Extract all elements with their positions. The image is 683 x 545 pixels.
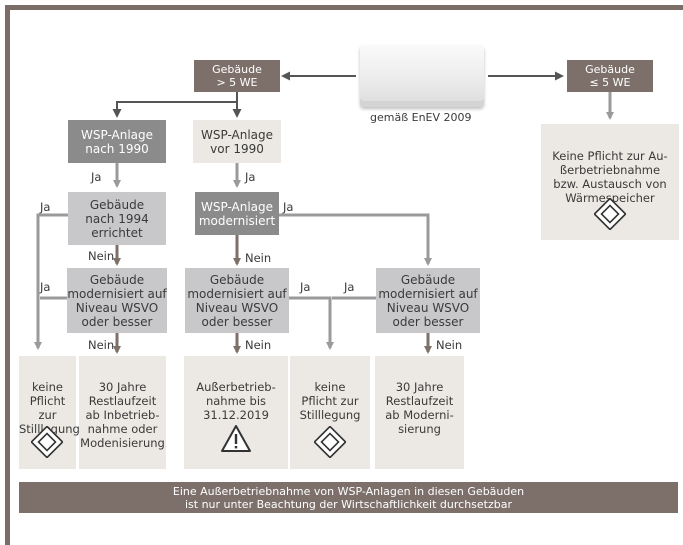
label-ja-3: Ja: [40, 200, 51, 214]
result-no-obligation-small: Keine Pflicht zur Au- ßerbetriebnahme bz…: [541, 124, 679, 240]
arrow-ja-right: [279, 213, 432, 266]
result-30-jahre-2: 30 Jahre Restlaufzeit ab Moderni- sierun…: [375, 356, 464, 469]
label-ja-4: Ja: [283, 200, 294, 214]
node-gebaeude-gt5: Gebäude > 5 WE: [194, 60, 280, 92]
result-2-text: 30 Jahre Restlaufzeit ab Inbetrieb- nahm…: [80, 380, 165, 450]
diamond-check-icon: [594, 198, 626, 230]
node-modernisiert-left: Gebäude modernisiert auf Niveau WSVO ode…: [67, 268, 167, 333]
arrow-ja-left-outer: [34, 213, 68, 350]
label-ja-6: Ja: [300, 280, 311, 294]
device-caption: gemäß EnEV 2009: [370, 111, 472, 124]
node-wsp-vor-1990: WSP-Anlage vor 1990: [193, 120, 281, 163]
node-gebaeude-nach-1994: Gebäude nach 1994 errichtet: [68, 192, 166, 245]
label-ja-1: Ja: [91, 170, 102, 184]
label-ja-2: Ja: [245, 170, 256, 184]
node-modernisiert-right: Gebäude modernisiert auf Niveau WSVO ode…: [376, 268, 480, 333]
label-nein-5: Nein: [436, 338, 463, 352]
node-wsp-nach-1990: WSP-Anlage nach 1990: [68, 120, 166, 163]
label-ja-7: Ja: [344, 280, 355, 294]
footer-note: Eine Außerbetriebnahme von WSP-Anlagen i…: [19, 482, 678, 513]
node-modernisiert-mid: Gebäude modernisiert auf Niveau WSVO ode…: [185, 268, 289, 333]
result-4-text: keine Pflicht zur Stilllegung: [299, 380, 361, 422]
arrow-ja-mid: [289, 296, 334, 350]
label-nein-4: Nein: [245, 338, 272, 352]
result-ausserbetriebnahme: Außerbetrieb- nahme bis 31.12.2019: [184, 356, 288, 469]
label-nein-3: Nein: [245, 251, 272, 265]
label-nein-2: Nein: [88, 338, 115, 352]
result-30-jahre-1: 30 Jahre Restlaufzeit ab Inbetrieb- nahm…: [79, 356, 166, 469]
diamond-check-icon: [314, 426, 346, 458]
diamond-check-icon: [31, 426, 63, 458]
result-5-text: 30 Jahre Restlaufzeit ab Moderni- sierun…: [385, 380, 454, 436]
wall-heater-unit: [360, 45, 484, 107]
frame-left-border: [5, 5, 10, 545]
node-gebaeude-le5: Gebäude ≤ 5 WE: [567, 60, 653, 92]
frame-top-border: [5, 5, 683, 10]
label-nein-1: Nein: [88, 249, 115, 263]
label-ja-5: Ja: [40, 280, 51, 294]
split-line: [112, 92, 238, 118]
result-keine-pflicht-1: keine Pflicht zur Stilllegung: [19, 356, 80, 469]
result-3-text: Außerbetrieb- nahme bis 31.12.2019: [196, 380, 276, 422]
result-keine-pflicht-2: keine Pflicht zur Stilllegung: [290, 356, 370, 469]
result-no-obligation-small-text: Keine Pflicht zur Au- ßerbetriebnahme bz…: [552, 149, 668, 205]
warning-triangle-icon: [221, 425, 251, 452]
node-wsp-modernisiert: WSP-Anlage modernisiert: [195, 192, 279, 235]
